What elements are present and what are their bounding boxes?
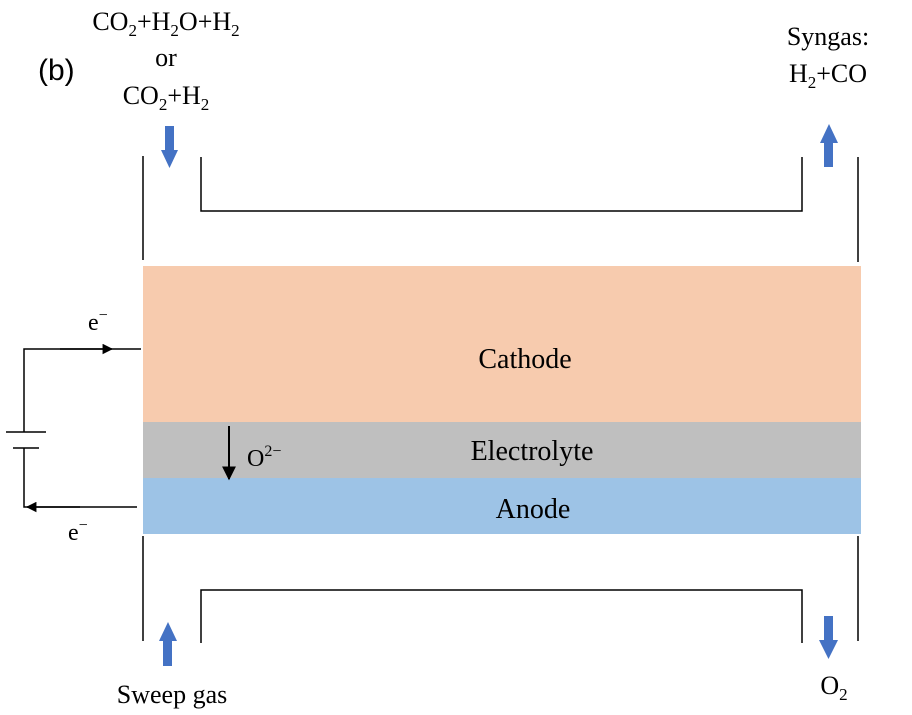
sweep-gas-arrow-up-icon (159, 622, 177, 666)
inlet-composition-line1: CO2+H2O+H2 (92, 7, 239, 40)
inlet-arrow-down-icon (161, 126, 178, 168)
panel-label: (b) (38, 54, 75, 87)
oxide-ion-label: O2− (247, 443, 281, 472)
electrolyte-label: Electrolyte (471, 436, 594, 467)
electron-label-top: e− (88, 307, 108, 336)
anode-layer (143, 478, 861, 534)
sweep-gas-label: Sweep gas (117, 680, 227, 709)
inlet-composition-or: or (155, 43, 177, 72)
oxygen-out-label: O2 (820, 671, 847, 704)
cathode-gas-channel (142, 156, 859, 262)
cathode-label: Cathode (478, 344, 571, 375)
anode-gas-channel (142, 536, 859, 643)
cathode-layer (143, 266, 861, 422)
outlet-arrow-up-icon (820, 124, 838, 167)
external-circuit (23, 348, 141, 508)
electrolyte-layer (143, 422, 861, 478)
inlet-composition-line3: CO2+H2 (123, 81, 210, 114)
outlet-syngas-label: Syngas: (787, 22, 869, 51)
electron-label-bottom: e− (68, 517, 88, 546)
anode-label: Anode (496, 494, 571, 525)
oxygen-out-arrow-down-icon (819, 616, 838, 659)
battery-icon (6, 431, 46, 449)
outlet-syngas-composition: H2+CO (789, 59, 867, 92)
